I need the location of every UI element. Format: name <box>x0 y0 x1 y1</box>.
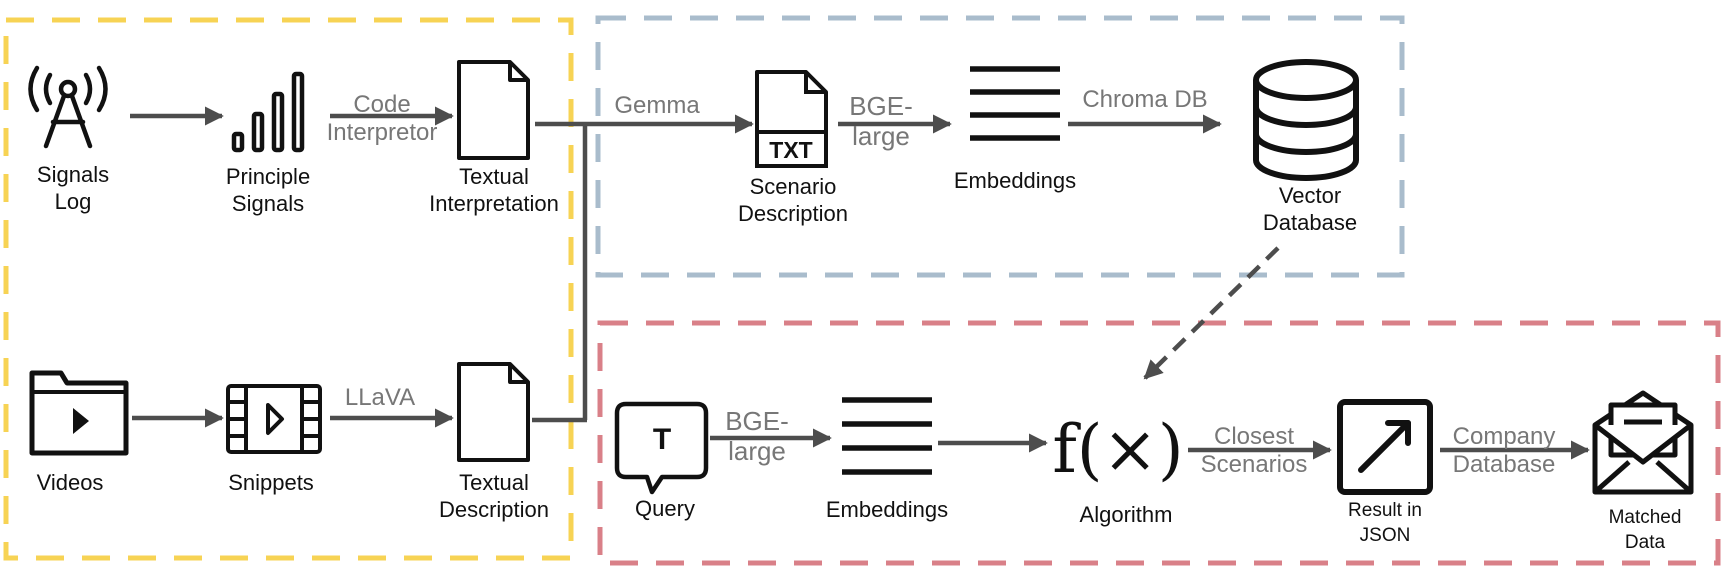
node-label-algorithm: Algorithm <box>1079 502 1173 527</box>
edge-label-bge-large-top: BGE- large <box>849 91 913 151</box>
video-folder-icon <box>29 370 129 456</box>
node-label-matched-data: Matched Data <box>1608 507 1682 553</box>
node-label-query: Query <box>635 496 695 521</box>
node-label-textual-interpretation: Textual Interpretation <box>429 164 559 216</box>
edge-label-code-interpretor: Code Interpretor <box>326 91 438 146</box>
ingestion-group-box <box>3 17 574 561</box>
node-label-snippets: Snippets <box>228 470 314 495</box>
node-label-vector-database: Vector Database <box>1262 183 1358 235</box>
node-label-principle-signals: Principle Signals <box>225 164 311 216</box>
antenna-icon <box>28 65 108 149</box>
node-label-embeddings-top: Embeddings <box>953 168 1077 193</box>
film-strip-icon <box>226 384 322 454</box>
external-arrow-icon <box>1337 399 1433 495</box>
lines-icon-top <box>970 66 1060 141</box>
document-icon-top <box>457 60 530 160</box>
edge-label-chroma-db: Chroma DB <box>1082 86 1208 113</box>
function-icon: f(×) <box>1052 411 1183 488</box>
edge-label-llava: LLaVA <box>344 384 416 411</box>
database-group-box <box>595 15 1405 278</box>
lines-icon-bottom <box>842 397 932 475</box>
node-label-videos: Videos <box>36 470 104 495</box>
chat-bubble-icon: T <box>614 401 709 495</box>
edge-label-bge-large-bottom: BGE- large <box>725 406 789 466</box>
node-label-textual-description: Textual Description <box>438 470 550 522</box>
node-label-scenario-description: Scenario Description <box>737 174 849 226</box>
chat-bubble-letter: T <box>653 423 671 456</box>
document-icon-bottom <box>457 362 530 462</box>
signal-bars-icon <box>231 71 305 153</box>
node-label-result-json: Result in JSON <box>1348 500 1422 546</box>
edge-label-gemma: Gemma <box>614 92 700 119</box>
node-label-signals-log: Signals Log <box>36 162 110 214</box>
arrow-vector-to-algorithm <box>1143 246 1280 380</box>
query-group-box <box>597 320 1721 566</box>
edge-label-closest-scenarios: Closest Scenarios <box>1200 423 1308 478</box>
txt-file-label: TXT <box>769 137 812 163</box>
node-label-embeddings-bottom: Embeddings <box>825 497 949 522</box>
database-icon <box>1253 59 1359 181</box>
edge-label-company-database: Company Database <box>1452 423 1556 478</box>
txt-file-icon: TXT <box>755 70 828 168</box>
mail-icon <box>1592 390 1694 495</box>
